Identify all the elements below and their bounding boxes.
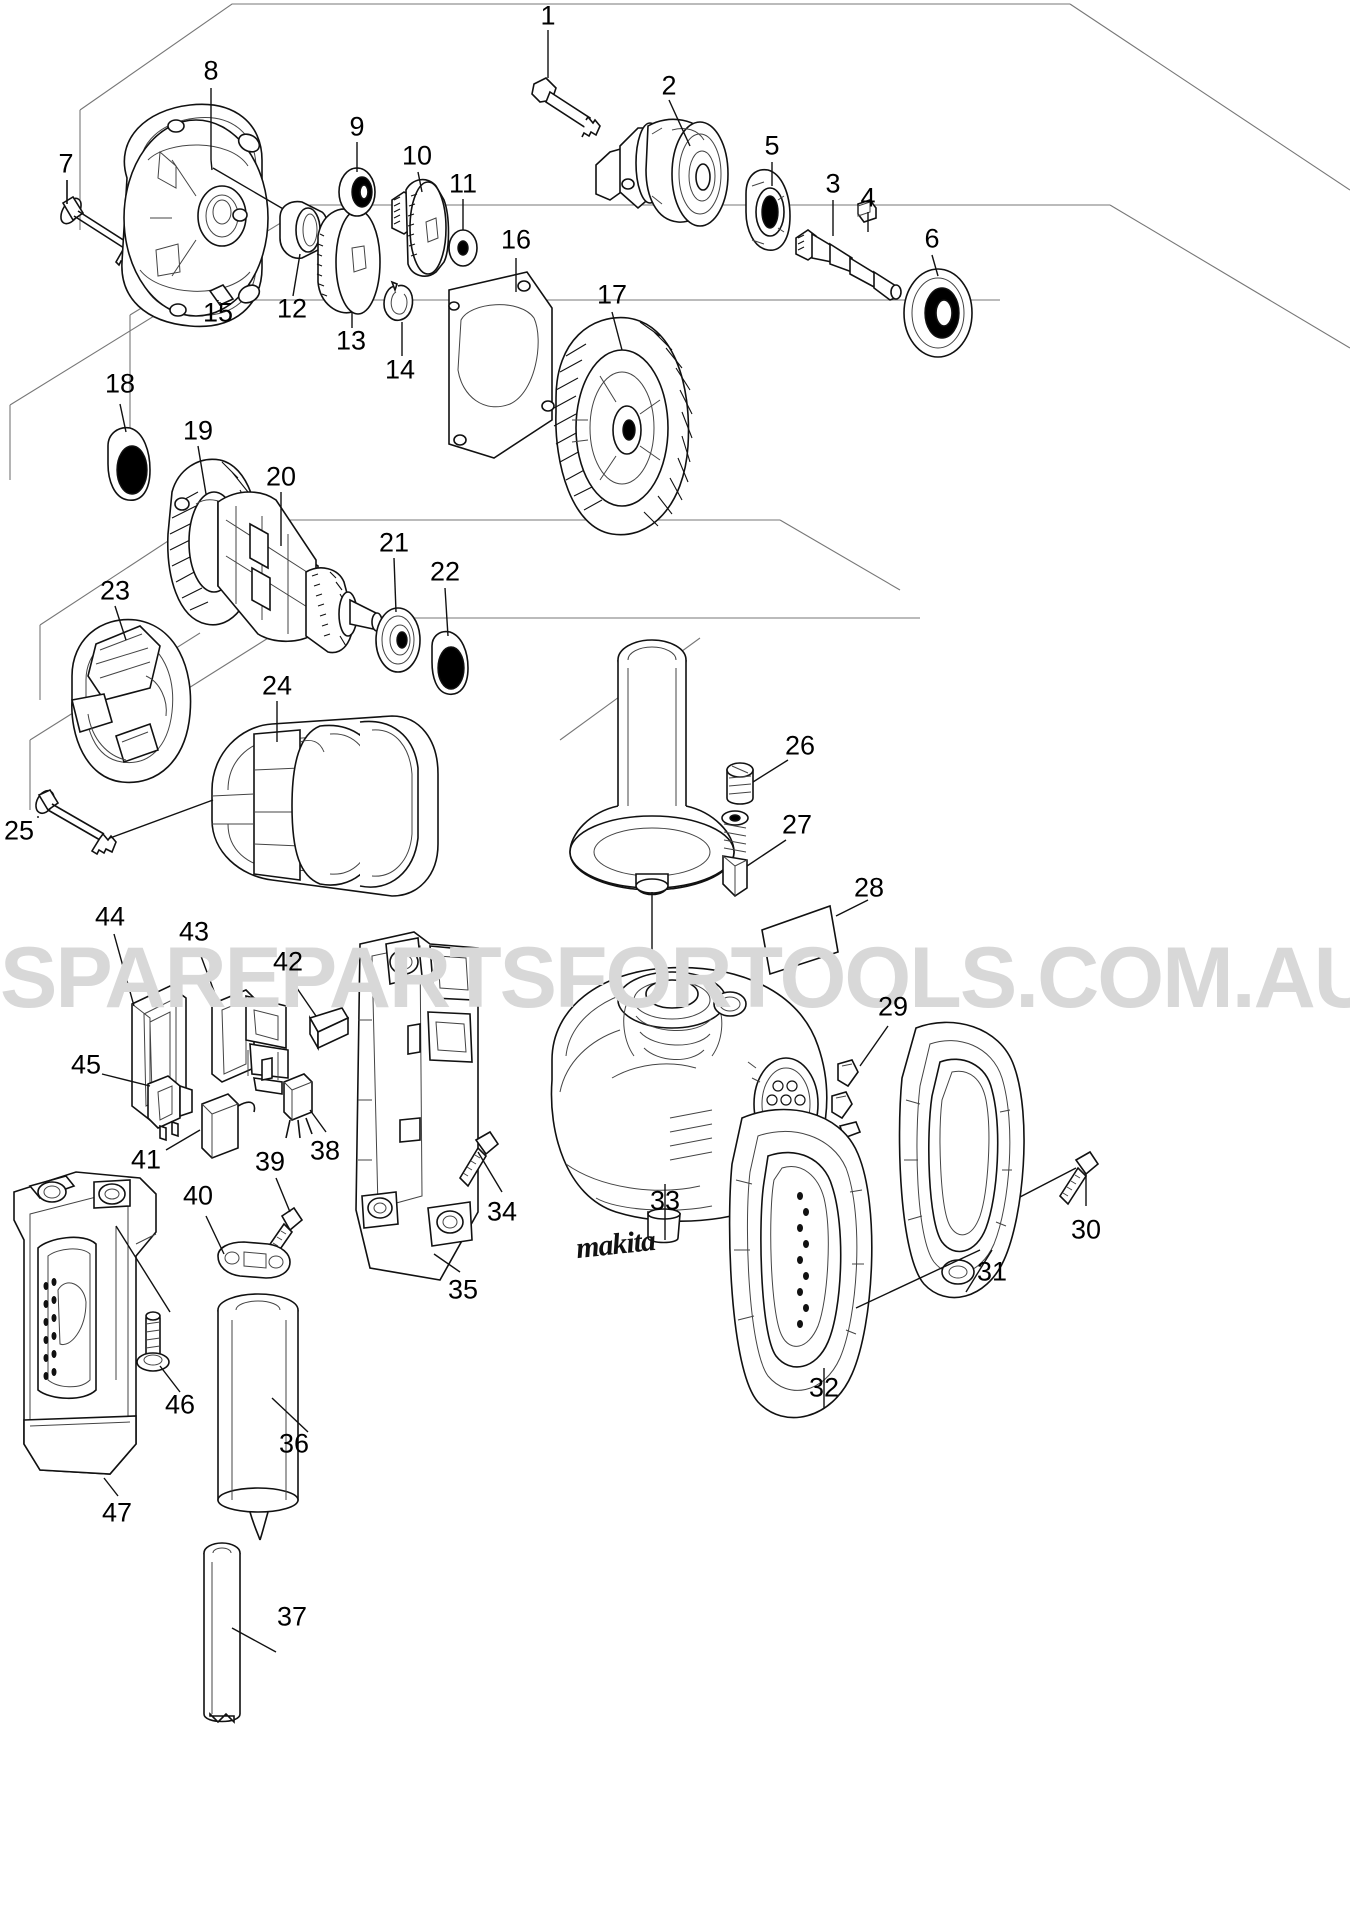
callout-speed-control-unit: 45 [70, 1049, 102, 1080]
callout-cord-guard: 36 [278, 1428, 310, 1459]
part-4-key [857, 199, 877, 232]
callout-key: 4 [860, 182, 876, 213]
part-5-lock-washer [745, 162, 791, 251]
callout-spindle: 3 [825, 168, 841, 199]
part-23-brush-holder-bracket [71, 605, 192, 784]
part-43-switch [197, 947, 289, 1095]
part-45-speed-control-unit [101, 1073, 193, 1142]
callout-insulation-plate: 42 [272, 946, 304, 977]
callout-gasket: 16 [500, 224, 532, 255]
callout-screw-washer: 46 [164, 1389, 196, 1420]
callout-pin: 15 [202, 297, 234, 328]
callout-motor-housing: 33 [649, 1185, 681, 1216]
callout-terminal-clip: 29 [877, 991, 909, 1022]
callout-ball-bearing-rear: 21 [378, 527, 410, 558]
part-28-name-plate [761, 899, 869, 976]
callout-rubber-ring: 18 [104, 368, 136, 399]
callout-long-screw: 7 [58, 148, 74, 179]
part-25-machine-screw [35, 788, 117, 856]
part-29-terminal-clip [831, 1025, 889, 1140]
part-35-housing-half [355, 931, 479, 1281]
part-38-noise-suppressor [283, 1073, 327, 1139]
part-40-cord-clamp [205, 1215, 291, 1279]
callout-bearing-sleeve: 12 [276, 293, 308, 324]
part-21-ball-bearing-rear [375, 557, 421, 673]
callout-name-plate: 28 [853, 872, 885, 903]
part-16-gasket [448, 258, 555, 459]
callout-hex-bolt: 1 [540, 0, 556, 31]
part-46-screw-washer [136, 1311, 181, 1393]
callout-noise-suppressor: 38 [309, 1135, 341, 1166]
part-side-handle [569, 639, 735, 950]
callout-lock-washer: 5 [764, 130, 780, 161]
part-18-rubber-ring [107, 403, 151, 501]
part-37-power-cord [203, 1511, 277, 1724]
callout-ball-bearing-small: 9 [349, 111, 365, 142]
callout-rubber-ring-rear: 22 [429, 556, 461, 587]
part-14-retaining-ring [383, 280, 414, 356]
part-34-tapping-screw-housing [458, 1130, 503, 1193]
callout-handle-half-right: 31 [976, 1256, 1008, 1287]
callout-handle-half-left: 32 [808, 1372, 840, 1403]
callout-tapping-screw: 30 [1070, 1214, 1102, 1245]
part-11-flat-washer [448, 199, 478, 267]
part-8-gear-housing [121, 88, 269, 328]
callout-ball-bearing: 6 [924, 223, 940, 254]
callout-cord-clamp: 40 [182, 1180, 214, 1211]
callout-screw-small: 39 [254, 1146, 286, 1177]
callout-gear-housing: 8 [203, 55, 219, 86]
callout-brush-cap: 26 [784, 730, 816, 761]
callout-capacitor: 41 [130, 1144, 162, 1175]
callout-grip-housing: 47 [101, 1497, 133, 1528]
part-32-handle-half-left [728, 1108, 981, 1419]
part-3-spindle [795, 200, 902, 301]
group-bracket-top [79, 3, 1350, 440]
part-24-field-stator [109, 701, 439, 897]
part-6-ball-bearing [903, 254, 973, 358]
part-10-pinion-gear [391, 171, 450, 277]
part-13-spur-gear [316, 208, 381, 328]
part-31-handle-half-right [898, 1021, 1025, 1299]
part-9-ball-bearing-small [338, 142, 376, 217]
callout-brush-holder-bracket: 23 [99, 575, 131, 606]
callout-retaining-ring: 14 [384, 354, 416, 385]
part-1-hex-bolt [531, 30, 601, 138]
callout-fan-baffle: 17 [596, 279, 628, 310]
callout-spur-gear: 13 [335, 325, 367, 356]
callout-switch: 43 [178, 916, 210, 947]
part-41-capacitor [165, 1093, 256, 1159]
part-17-fan-baffle [553, 311, 693, 536]
callout-field-stator: 24 [261, 670, 293, 701]
callout-switch-lever: 44 [94, 901, 126, 932]
callout-pinion-gear: 10 [401, 140, 433, 171]
callout-armature-core: 20 [265, 461, 297, 492]
callout-flat-washer: 11 [448, 168, 478, 199]
callout-housing-half: 35 [447, 1274, 479, 1305]
part-42-insulation-plate [289, 977, 350, 1052]
part-36-cord-guard [217, 1293, 309, 1513]
callout-armature: 19 [182, 415, 214, 446]
callout-carbon-brush-spring: 27 [781, 809, 813, 840]
callout-power-cord: 37 [276, 1601, 308, 1632]
part-22-rubber-ring-rear [431, 587, 469, 695]
callout-chuck-assembly: 2 [661, 70, 677, 101]
callout-tapping-screw-housing: 34 [486, 1196, 518, 1227]
part-47-grip-housing [13, 1171, 171, 1497]
part-15-pin [208, 283, 235, 307]
part-26-brush-cap [726, 759, 789, 805]
part-2-chuck-assembly [595, 99, 729, 227]
part-19-20-armature [167, 445, 383, 654]
part-12-bearing-sleeve [279, 200, 329, 297]
callout-machine-screw: 25 [3, 815, 35, 846]
part-27-carbon-brush-spring [721, 810, 787, 898]
